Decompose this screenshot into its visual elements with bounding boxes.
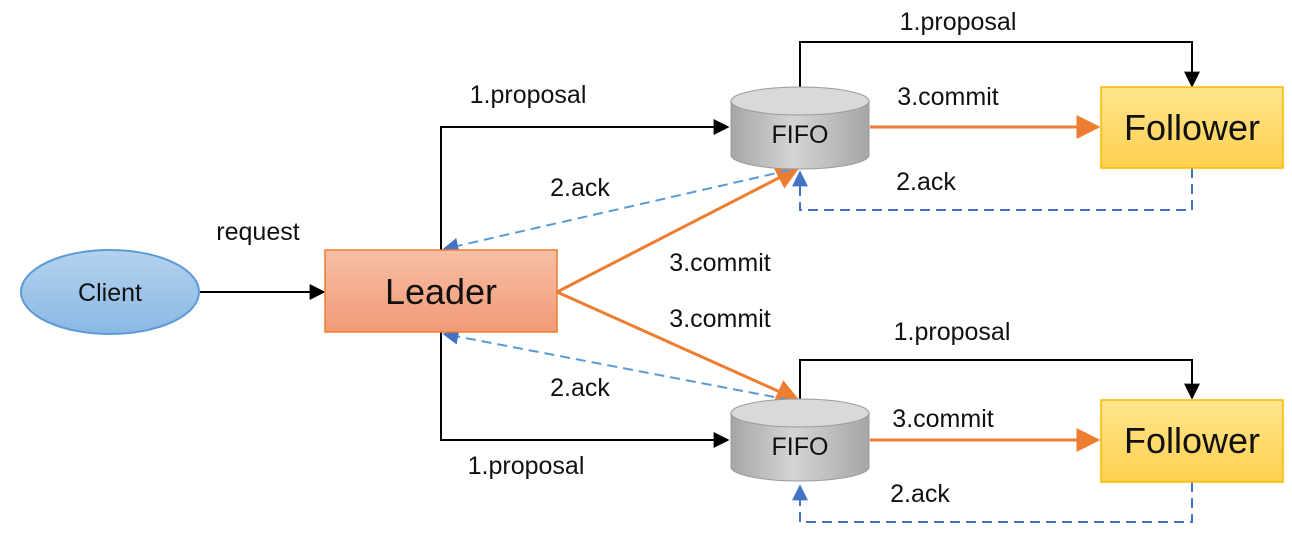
ack-arrow-fifo-to-leader-top (442, 169, 791, 254)
proposal-arrow-leader-to-fifo-bottom (440, 332, 730, 448)
commit-label-leader-top: 3.commit (669, 249, 770, 277)
ack-arrow-fifo-to-leader-bottom (442, 328, 791, 401)
proposal-arrow-fifo-to-follower-bottom (799, 359, 1200, 400)
ack-label-leader-bottom: 2.ack (550, 374, 610, 402)
commit-label-leader-bottom: 3.commit (669, 305, 770, 333)
fifo-queue-top: FIFO (730, 86, 870, 170)
fifo-top-label: FIFO (772, 121, 829, 149)
proposal-label-leader-top: 1.proposal (470, 81, 587, 109)
follower-bottom-label: Follower (1124, 420, 1260, 461)
ack-arrow-follower-to-fifo-top (792, 168, 1193, 211)
ack-label-follower-top: 2.ack (896, 168, 956, 196)
request-label: request (216, 218, 299, 246)
commit-label-fifo-top: 3.commit (897, 83, 998, 111)
proposal-label-fifo-top: 1.proposal (900, 8, 1017, 36)
commit-arrow-leader-to-fifo-top (556, 166, 801, 294)
ack-label-leader-top: 2.ack (550, 174, 610, 202)
client-label: Client (78, 279, 142, 307)
ack-arrow-follower-to-fifo-bottom (792, 482, 1193, 523)
fifo-bottom-label: FIFO (772, 433, 829, 461)
proposal-label-fifo-bottom: 1.proposal (894, 318, 1011, 346)
ack-label-follower-bottom: 2.ack (890, 480, 950, 508)
leader-node: Leader (324, 249, 558, 333)
leader-label: Leader (385, 271, 497, 312)
proposal-arrow-leader-to-fifo-top (440, 119, 730, 250)
follower-node-bottom: Follower (1100, 399, 1284, 483)
follower-top-label: Follower (1124, 107, 1260, 148)
commit-arrow-leader-to-fifo-bottom (556, 290, 801, 403)
follower-node-top: Follower (1100, 86, 1284, 169)
proposal-arrow-fifo-to-follower-top (799, 41, 1200, 88)
proposal-label-leader-bottom: 1.proposal (468, 452, 585, 480)
fifo-queue-bottom: FIFO (730, 398, 870, 482)
client-node: Client (20, 249, 200, 335)
commit-label-fifo-bottom: 3.commit (892, 405, 993, 433)
